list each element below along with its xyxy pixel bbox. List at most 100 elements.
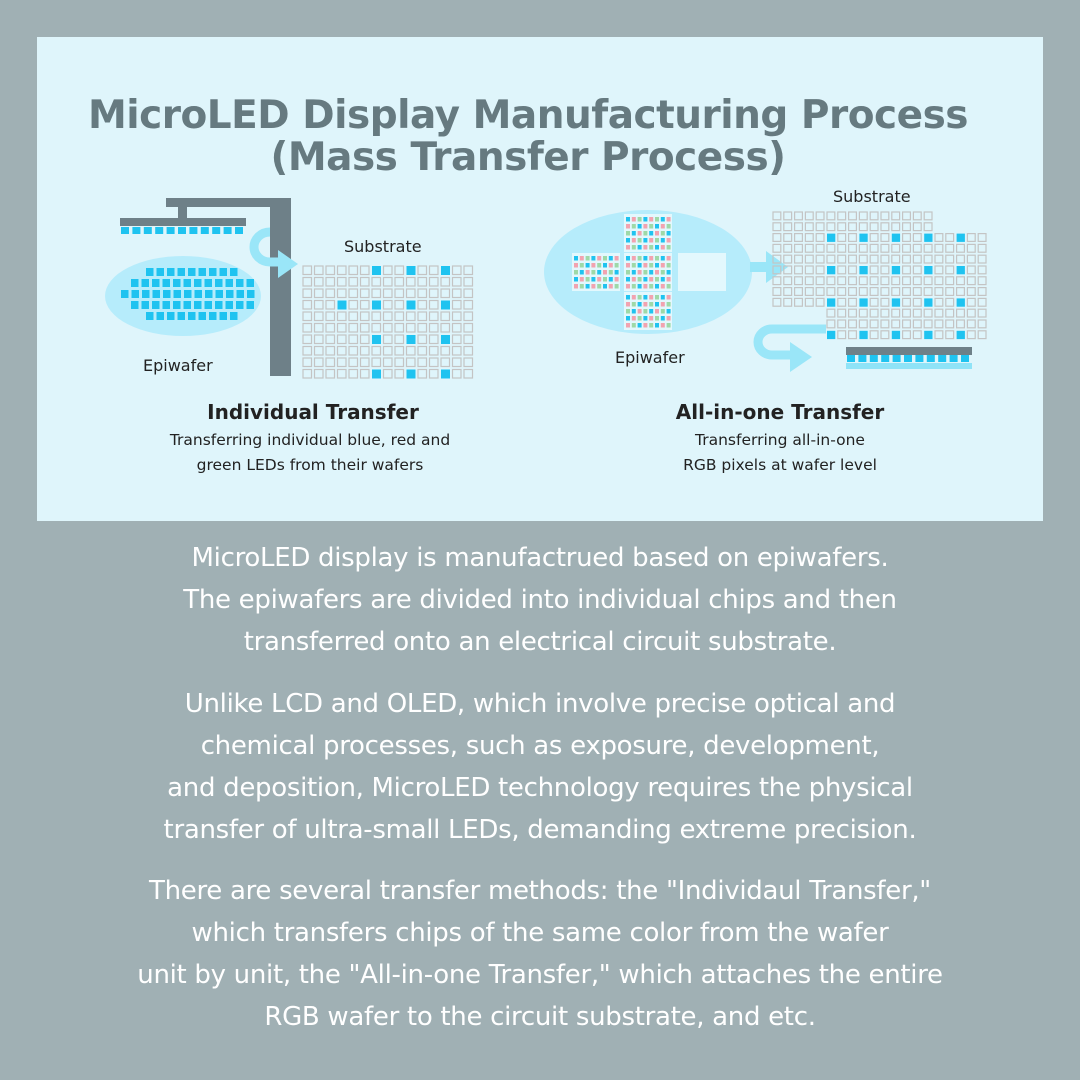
substrate-cell xyxy=(428,334,439,345)
substrate-cell xyxy=(945,254,955,264)
rgb-dot xyxy=(597,263,602,268)
substrate-cell xyxy=(912,276,922,286)
rgb-dot xyxy=(637,284,642,289)
substrate-cell xyxy=(428,299,439,310)
led-chip xyxy=(166,227,175,234)
substrate-cell xyxy=(359,345,370,356)
substrate-cell xyxy=(394,334,405,345)
paragraph-precision-transfer: Unlike LCD and OLED, which involve preci… xyxy=(163,689,917,845)
substrate-cell xyxy=(934,330,944,340)
substrate-cell xyxy=(869,287,879,297)
led-chip xyxy=(219,312,227,320)
substrate-cell xyxy=(302,299,313,310)
substrate-led xyxy=(441,300,450,310)
substrate-cell xyxy=(793,265,803,275)
substrate-cell xyxy=(325,288,336,299)
led-chip xyxy=(892,355,901,362)
rgb-dot xyxy=(666,295,671,300)
substrate-cell xyxy=(880,254,890,264)
substrate-cell xyxy=(955,254,965,264)
substrate-cell xyxy=(826,211,836,221)
substrate-cell xyxy=(837,222,847,232)
substrate-cell xyxy=(934,265,944,275)
rgb-dot xyxy=(626,224,630,229)
rgb-dot xyxy=(655,224,659,229)
epiwafer-rgb-blocks xyxy=(572,214,672,330)
rgb-dot xyxy=(666,270,671,275)
substrate-cell xyxy=(325,265,336,276)
substrate-cell xyxy=(837,287,847,297)
substrate-cell xyxy=(428,357,439,368)
led-chip xyxy=(949,355,958,362)
substrate-cell xyxy=(912,330,922,340)
substrate-led xyxy=(337,300,347,310)
substrate-cell xyxy=(302,357,313,368)
substrate-cell xyxy=(912,308,922,318)
substrate-cell xyxy=(348,334,359,345)
rgb-dot xyxy=(574,277,578,282)
rgb-dot xyxy=(649,217,654,222)
substrate-cell xyxy=(417,276,428,287)
substrate-led xyxy=(891,298,901,307)
substrate-cell xyxy=(348,322,359,333)
substrate-cell xyxy=(793,254,803,264)
substrate-led xyxy=(372,335,381,344)
substrate-cell xyxy=(417,322,428,333)
rgb-dot xyxy=(660,245,665,250)
substrate-cell xyxy=(945,276,955,286)
substrate-cell xyxy=(977,276,987,286)
substrate-cell xyxy=(955,276,965,286)
substrate-cell xyxy=(945,233,955,243)
epiwafer-label-right: Epiwafer xyxy=(615,348,685,367)
substrate-led xyxy=(956,330,965,340)
rgb-dot xyxy=(574,263,578,268)
return-arrow-right xyxy=(753,324,826,372)
substrate-cell xyxy=(417,311,428,322)
led-chip xyxy=(198,268,206,276)
rgb-dot xyxy=(655,302,659,307)
rgb-dot xyxy=(666,316,671,321)
substrate-cell xyxy=(977,243,987,253)
rgb-dot xyxy=(649,277,654,282)
led-chip xyxy=(141,301,149,309)
substrate-cell xyxy=(313,276,324,287)
substrate-cell xyxy=(815,254,825,264)
substrate-cell xyxy=(837,233,847,243)
substrate-cell xyxy=(804,287,814,297)
substrate-cell xyxy=(847,276,857,286)
substrate-cell xyxy=(325,334,336,345)
substrate-cell xyxy=(869,319,879,329)
rgb-dot xyxy=(649,238,654,243)
substrate-cell xyxy=(394,265,405,276)
substrate-cell xyxy=(912,243,922,253)
substrate-cell xyxy=(348,276,359,287)
rgb-dot xyxy=(591,284,596,289)
rgb-dot xyxy=(643,302,648,307)
substrate-cell xyxy=(348,357,359,368)
rgb-dot xyxy=(666,217,671,222)
substrate-cell xyxy=(977,297,987,307)
substrate-cell xyxy=(826,287,836,297)
substrate-cell xyxy=(772,243,782,253)
rgb-dot xyxy=(637,224,642,229)
substrate-cell xyxy=(359,322,370,333)
substrate-cell xyxy=(880,265,890,275)
substrate-cell xyxy=(302,322,313,333)
led-chip xyxy=(246,301,254,309)
substrate-cell xyxy=(923,211,933,221)
substrate-cell xyxy=(336,322,347,333)
substrate-cell xyxy=(451,345,462,356)
substrate-cell xyxy=(463,368,474,379)
rgb-dot xyxy=(626,323,630,328)
substrate-cell xyxy=(869,211,879,221)
substrate-cell xyxy=(826,254,836,264)
rgb-dot xyxy=(631,277,636,282)
paragraph-epiwafer-intro: MicroLED display is manufactrued based o… xyxy=(183,543,897,657)
substrate-cell xyxy=(869,297,879,307)
led-chip xyxy=(156,312,164,320)
substrate-cell xyxy=(348,288,359,299)
substrate-cell xyxy=(463,334,474,345)
substrate-cell xyxy=(313,311,324,322)
rgb-dot xyxy=(579,284,584,289)
substrate-cell xyxy=(891,222,901,232)
